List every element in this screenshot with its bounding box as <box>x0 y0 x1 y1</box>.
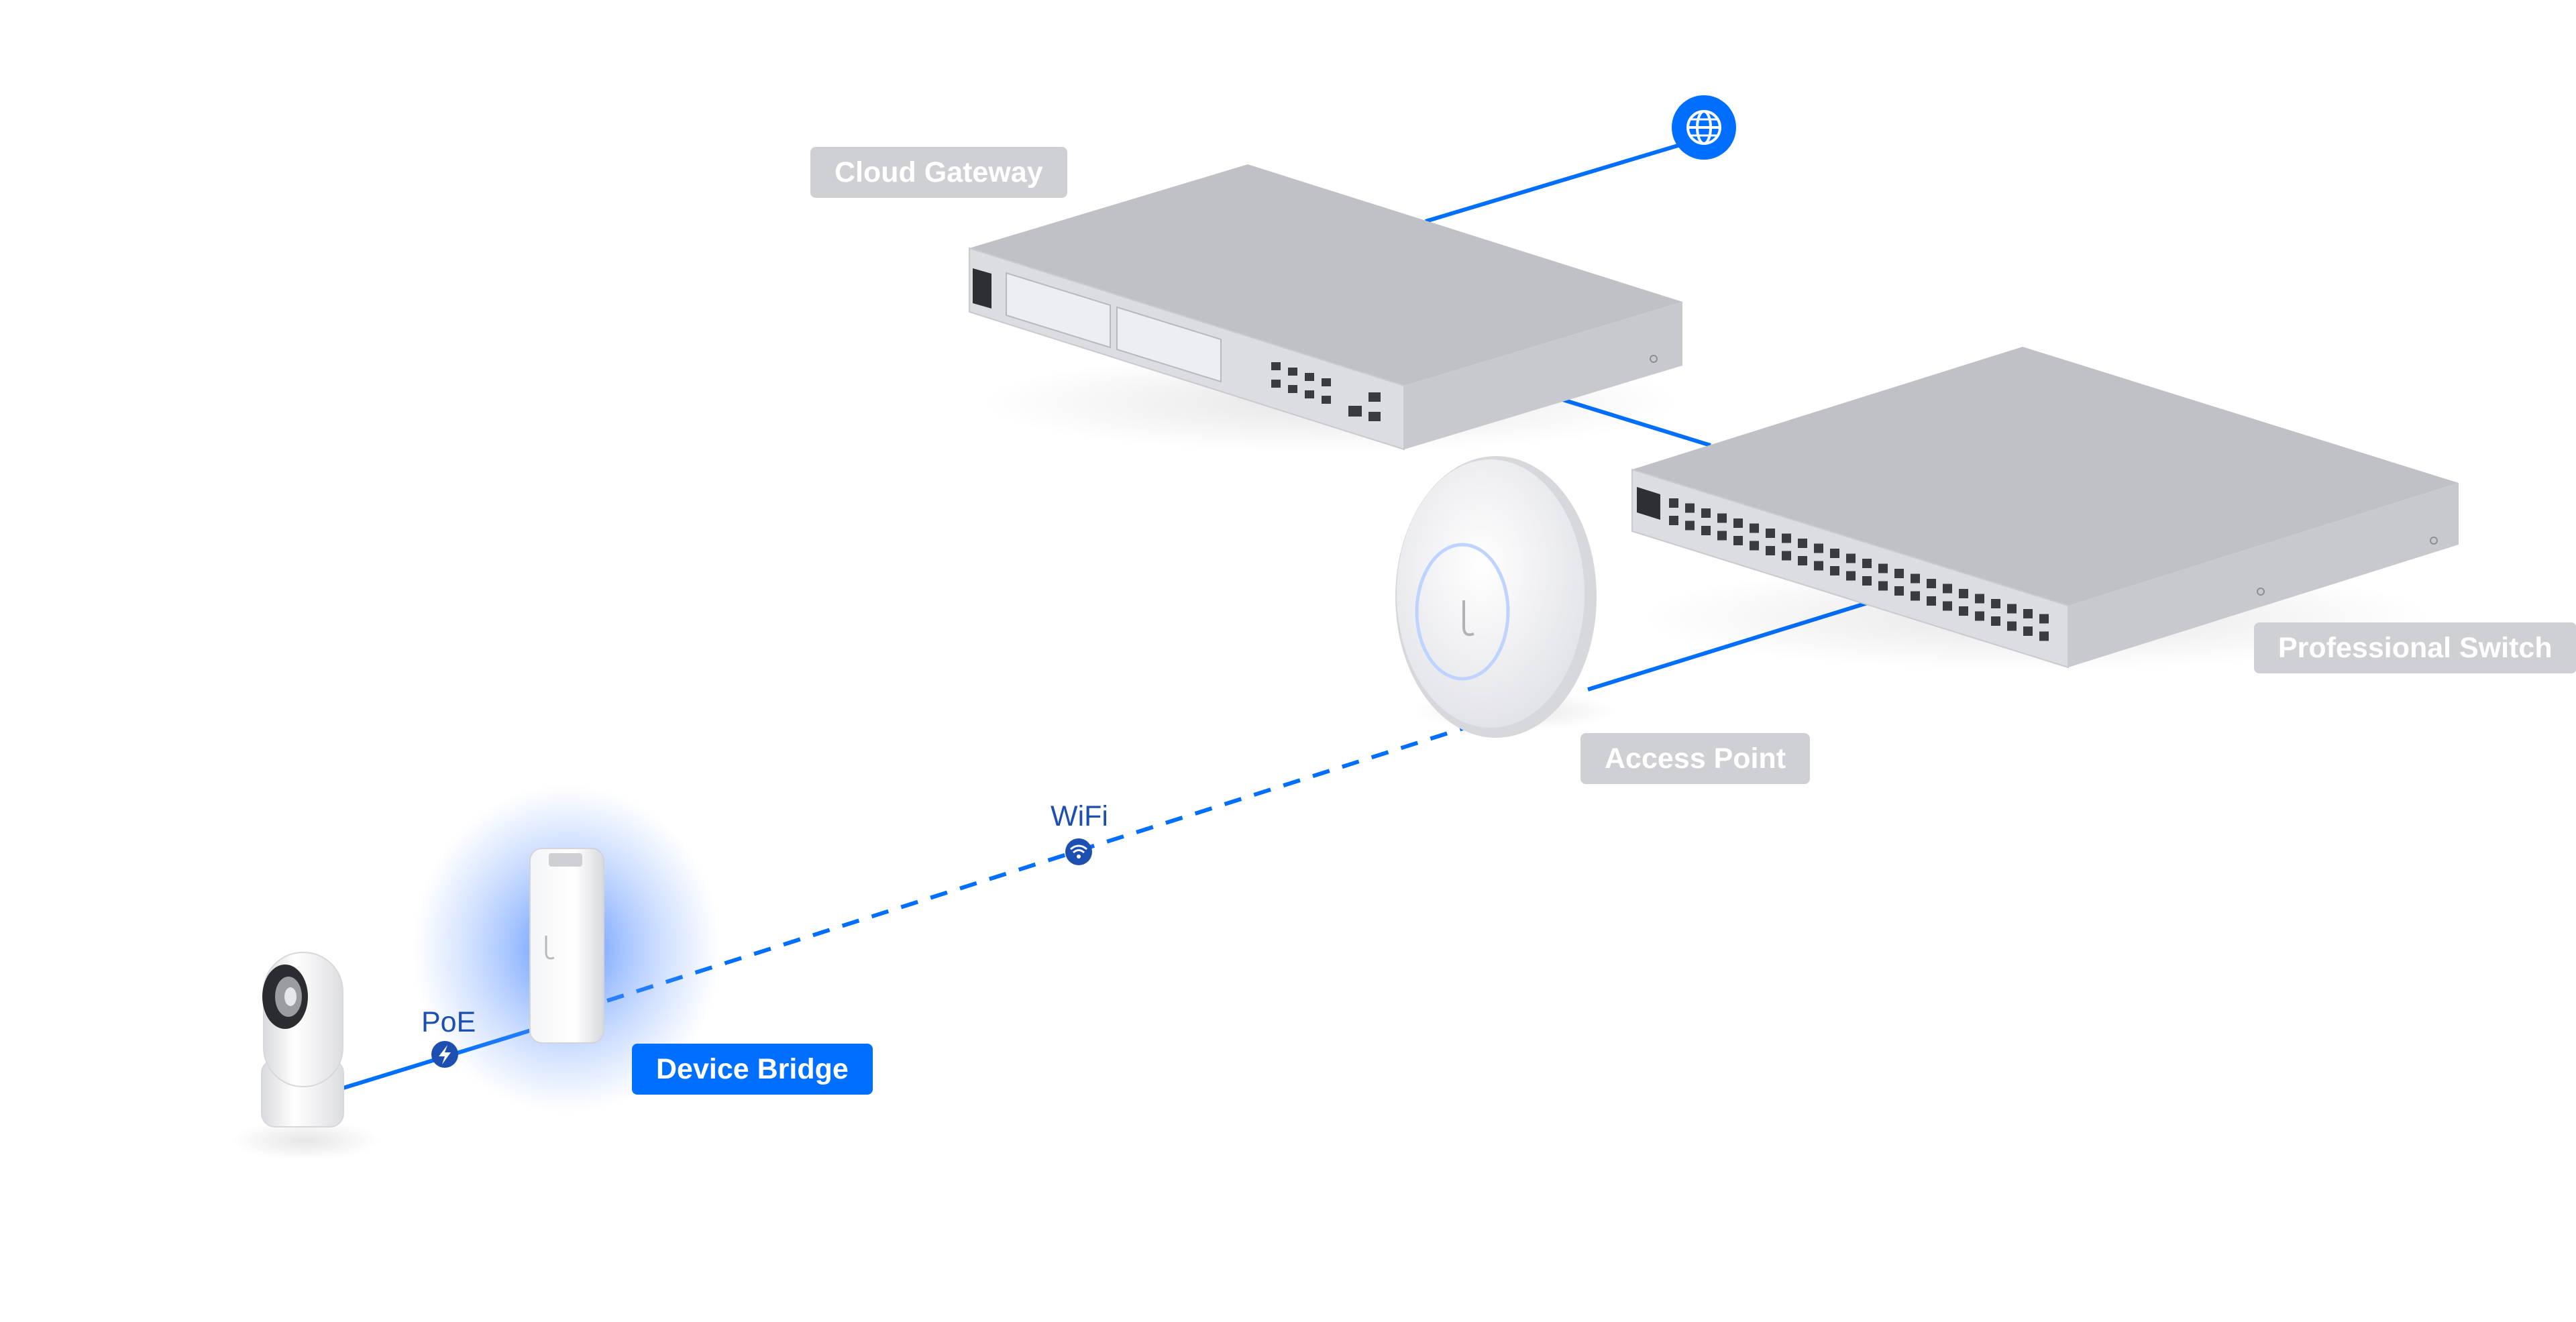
cloud-gateway-device <box>969 164 1682 453</box>
switch-port <box>1766 529 1775 538</box>
switch-port <box>1943 584 1952 594</box>
switch-port <box>1975 594 1984 604</box>
switch-port <box>1733 518 1743 528</box>
wifi-connection-label: WiFi <box>1051 800 1108 832</box>
switch-port <box>1927 596 1936 606</box>
switch-port <box>1894 586 1904 596</box>
switch-port <box>1846 571 1856 581</box>
switch-port <box>1959 606 1968 616</box>
access-point-device <box>1395 456 1615 738</box>
switch-port <box>2023 626 2033 636</box>
switch-port <box>1830 549 1839 558</box>
switch-port <box>1814 561 1823 571</box>
switch-port <box>1894 569 1904 578</box>
switch-port <box>1862 559 1872 568</box>
lightning-bolt-icon <box>431 1041 458 1068</box>
switch-port <box>1798 556 1807 565</box>
switch-port <box>1830 566 1839 575</box>
switch-port <box>1814 543 1823 553</box>
switch-port <box>1878 563 1888 573</box>
switch-port <box>1782 533 1791 543</box>
cloud-gateway-label: Cloud Gateway <box>810 147 1067 198</box>
switch-port <box>1911 573 1920 584</box>
switch-port <box>1717 513 1727 523</box>
switch-port <box>1733 536 1743 545</box>
switch-port <box>2039 614 2049 624</box>
wifi-icon <box>1065 838 1092 865</box>
switch-port <box>1750 541 1759 551</box>
switch-port <box>1959 589 1968 598</box>
switch-port <box>1991 616 2000 626</box>
globe-icon <box>1672 95 1736 160</box>
professional-switch-label: Professional Switch <box>2254 622 2576 673</box>
switch-port <box>2039 631 2049 641</box>
switch-port <box>1669 516 1678 525</box>
switch-port <box>1766 546 1775 555</box>
poe-connection-label: PoE <box>421 1006 476 1038</box>
switch-port <box>1701 508 1711 518</box>
switch-port <box>1782 551 1791 561</box>
device-bridge-label: Device Bridge <box>632 1044 873 1095</box>
switch-port <box>1750 523 1759 533</box>
switch-port <box>1878 581 1888 591</box>
switch-port <box>1862 576 1872 586</box>
switch-port <box>1701 526 1711 535</box>
switch-port <box>2007 604 2017 614</box>
switch-port <box>1685 503 1695 513</box>
switch-port <box>1927 579 1936 588</box>
switch-port <box>2007 621 2017 631</box>
access-point-label: Access Point <box>1580 733 1811 784</box>
switch-port <box>1669 498 1678 508</box>
switch-port <box>1991 599 2000 608</box>
switch-port <box>1911 591 1920 601</box>
switch-port <box>2023 609 2033 618</box>
switch-port <box>1798 539 1807 548</box>
professional-switch-device <box>1631 347 2459 671</box>
device-bridge-device <box>413 785 721 1113</box>
wifi-link <box>606 724 1470 1003</box>
switch-port <box>1685 520 1695 531</box>
switch-port <box>1975 611 1984 621</box>
switch-port <box>1717 531 1727 541</box>
internet-link <box>1425 142 1683 223</box>
switch-port <box>1943 601 1952 611</box>
switch-port <box>1846 553 1856 563</box>
camera-device <box>231 952 379 1160</box>
